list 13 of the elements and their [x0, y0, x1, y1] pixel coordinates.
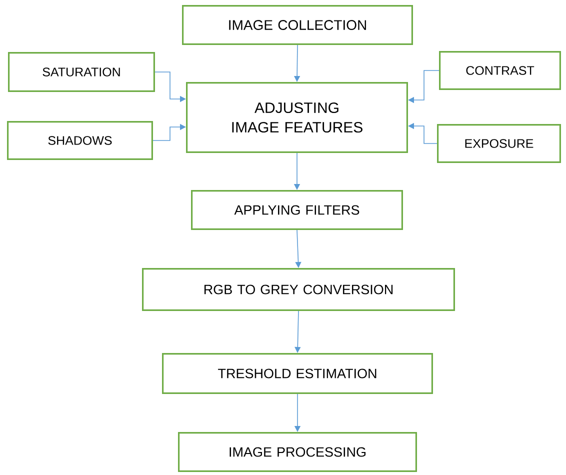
process-box: SATURATION: [8, 52, 155, 92]
process-box: SHADOWS: [7, 121, 153, 160]
process-box: CONTRAST: [439, 51, 561, 90]
arrow: [152, 124, 186, 141]
process-box: ADJUSTING IMAGE FEATURES: [186, 82, 408, 153]
process-box: RGB TO GREY CONVERSION: [142, 268, 455, 311]
process-box: EXPOSURE: [437, 124, 561, 163]
process-box: APPLYING FILTERS: [191, 190, 403, 230]
process-box: TRESHOLD ESTIMATION: [162, 353, 433, 394]
arrow: [294, 310, 301, 353]
process-box: IMAGE COLLECTION: [182, 5, 413, 45]
arrow: [295, 230, 302, 268]
process-box: IMAGE PROCESSING: [178, 432, 417, 472]
